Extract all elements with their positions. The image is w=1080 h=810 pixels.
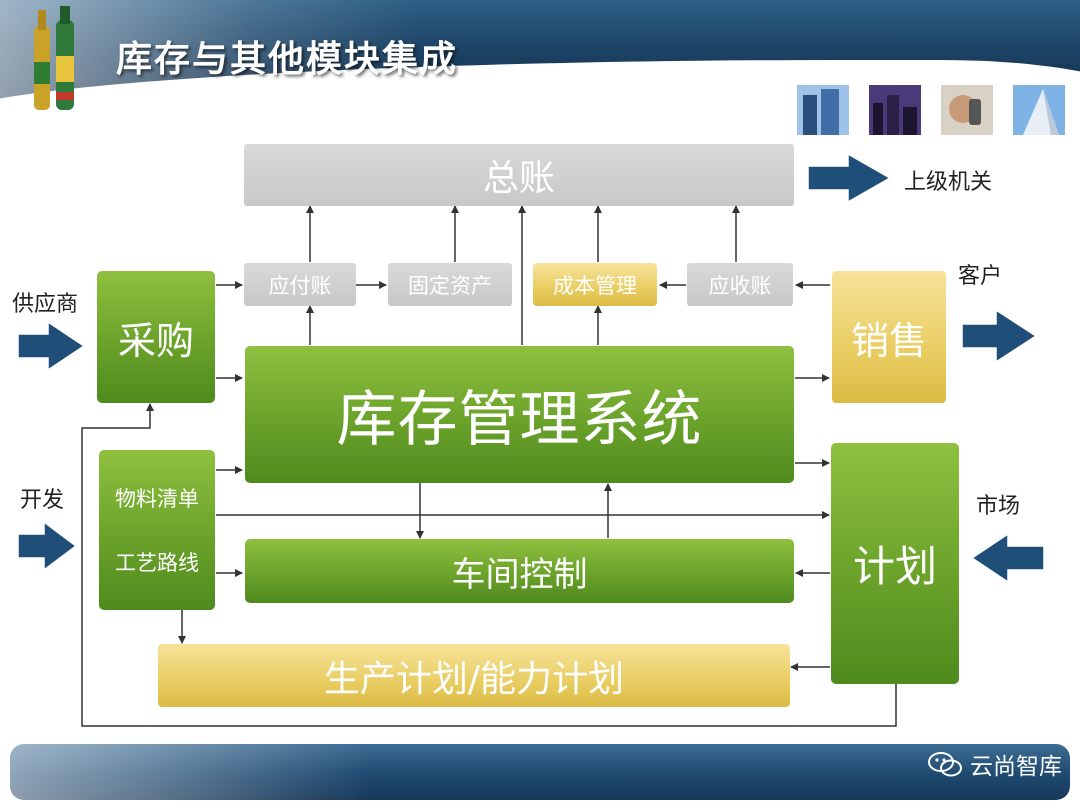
accounts-receivable-box: 应收账: [687, 263, 793, 306]
development-label: 开发: [20, 488, 65, 513]
to-authority-arrow: [807, 152, 892, 204]
from-development-arrow: [17, 520, 78, 572]
supplier-label: 供应商: [12, 292, 79, 317]
to-customer-arrow: [961, 308, 1038, 364]
accounts-payable-box: 应付账: [244, 263, 356, 306]
building-photo-1: [796, 84, 850, 136]
fixed-assets-box: 固定资产: [388, 263, 512, 306]
phone-call-photo: [940, 84, 994, 136]
production-capacity-plan-box: 生产计划/能力计划: [158, 644, 790, 707]
from-market-arrow: [970, 532, 1045, 584]
cost-management-box: 成本管理: [533, 263, 657, 306]
bom-label: 物料清单: [115, 487, 199, 512]
footer-bar: [10, 744, 1070, 800]
inventory-management-system-box: 库存管理系统: [245, 346, 794, 483]
shop-floor-control-box: 车间控制: [245, 539, 794, 603]
footer-highlight: [10, 744, 370, 800]
city-night-photo: [868, 84, 922, 136]
beer-bottles-logo: [34, 6, 74, 110]
brand-name: 云尚智库: [970, 754, 1062, 780]
higher-authority-label: 上级机关: [904, 170, 993, 195]
wechat-icon: [928, 752, 962, 777]
from-supplier-arrow: [17, 320, 86, 372]
purchasing-box: 采购: [97, 271, 215, 403]
routing-label: 工艺路线: [115, 550, 199, 575]
building-photo-2: [1012, 84, 1066, 136]
brand-watermark: 云尚智库: [928, 744, 1062, 784]
general-ledger-box: 总账: [244, 144, 794, 206]
customer-label: 客户: [958, 264, 1003, 289]
bom-routing-box: 物料清单 工艺路线: [99, 450, 215, 610]
sales-box: 销售: [832, 271, 946, 403]
market-label: 市场: [976, 494, 1021, 519]
page-title: 库存与其他模块集成: [116, 39, 459, 80]
planning-box: 计划: [831, 443, 959, 684]
